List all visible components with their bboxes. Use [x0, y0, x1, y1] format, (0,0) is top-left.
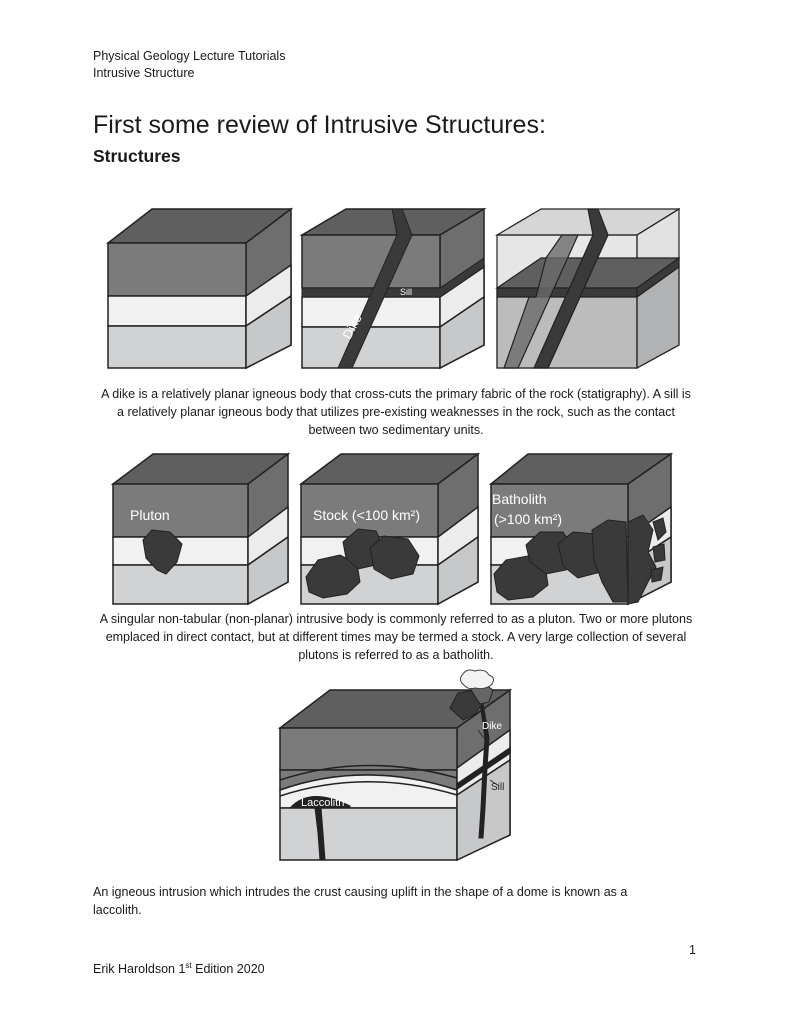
header-topic: Intrusive Structure — [93, 66, 195, 80]
figure-laccolith: Dike Sill Laccolith — [277, 669, 513, 862]
figure1-caption: A dike is a relatively planar igneous bo… — [101, 387, 691, 437]
page-footer: Erik Haroldson 1st Edition 2020 — [93, 961, 265, 976]
laccolith-dike-label: Dike — [482, 721, 502, 732]
page-header: Physical Geology Lecture Tutorials Intru… — [93, 48, 285, 82]
figure-pluton-stock-batholith: Pluton Stock (<100 km²) Batholith (>100 … — [110, 452, 673, 606]
figure-dike-sill: Sill Dike — [105, 207, 680, 370]
block-transparent — [494, 207, 680, 370]
page-title: First some review of Intrusive Structure… — [93, 111, 546, 139]
page-number: 1 — [689, 943, 696, 957]
figure2-caption: A singular non-tabular (non-planar) intr… — [99, 612, 693, 662]
batholith-label: Batholith — [492, 491, 546, 507]
footer-ordinal: st — [185, 961, 192, 970]
sill-label: Sill — [400, 287, 412, 297]
pluton-label: Pluton — [130, 507, 170, 523]
footer-edition: Edition 2020 — [191, 962, 265, 977]
block-dike-sill: Sill Dike — [299, 207, 487, 370]
block-stock: Stock (<100 km²) — [298, 452, 481, 606]
block-batholith: Batholith (>100 km²) — [488, 452, 673, 606]
laccolith-label: Laccolith — [301, 797, 344, 809]
block-laccolith: Dike Sill Laccolith — [277, 669, 513, 862]
block-pluton: Pluton — [110, 452, 291, 606]
section-heading: Structures — [93, 146, 181, 166]
block-layered — [105, 207, 294, 370]
figure3-caption: An igneous intrusion which intrudes the … — [93, 885, 628, 917]
batholith-size-label: (>100 km²) — [494, 511, 562, 527]
stock-label: Stock (<100 km²) — [313, 507, 420, 523]
footer-author: Erik Haroldson 1 — [93, 962, 186, 977]
header-course: Physical Geology Lecture Tutorials — [93, 49, 286, 63]
laccolith-sill-label: Sill — [491, 782, 504, 793]
